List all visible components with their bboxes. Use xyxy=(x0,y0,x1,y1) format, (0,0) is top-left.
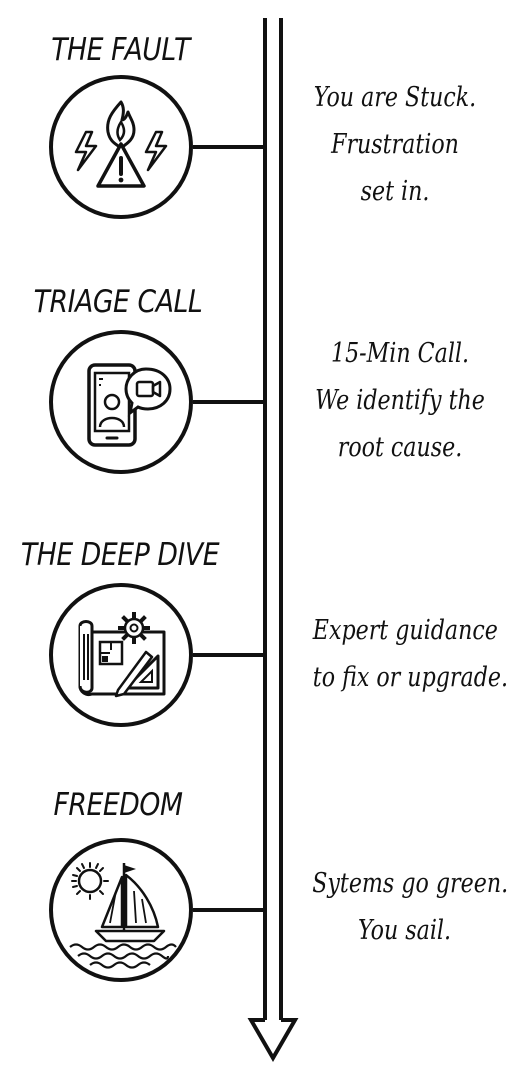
timeline-arrowhead xyxy=(247,1018,299,1062)
step-title-fault: THE FAULT xyxy=(51,32,190,68)
step-desc-triage: 15-Min Call. We identify the root cause. xyxy=(310,330,490,471)
step-desc-line: Expert guidance xyxy=(312,615,498,646)
step-title-deep-dive: THE DEEP DIVE xyxy=(20,537,220,573)
step-desc-line: Frustration xyxy=(331,129,459,160)
step-desc-line: You are Stuck. xyxy=(313,82,477,113)
sun-sailboat-icon xyxy=(46,835,196,985)
step-desc-line: 15-Min Call. xyxy=(330,338,470,369)
step-title-triage: TRIAGE CALL xyxy=(33,284,203,320)
blueprint-gear-ruler-icon xyxy=(46,580,196,730)
fire-warning-lightning-icon xyxy=(46,72,196,222)
phone-video-call-icon xyxy=(46,327,196,477)
step-desc-line: You sail. xyxy=(357,915,452,946)
step-title-freedom: FREEDOM xyxy=(53,787,183,823)
step-desc-line: set in. xyxy=(360,176,430,207)
step-desc-freedom: Sytems go green. You sail. xyxy=(312,860,509,954)
step-desc-line: root cause. xyxy=(337,432,463,463)
step-desc-fault: You are Stuck. Frustration set in. xyxy=(313,74,477,215)
step-desc-line: to fix or upgrade. xyxy=(312,662,509,693)
step-desc-line: We identify the xyxy=(315,385,485,416)
step-desc-deep-dive: Expert guidance to fix or upgrade. xyxy=(312,607,509,701)
step-desc-line: Sytems go green. xyxy=(312,868,509,899)
